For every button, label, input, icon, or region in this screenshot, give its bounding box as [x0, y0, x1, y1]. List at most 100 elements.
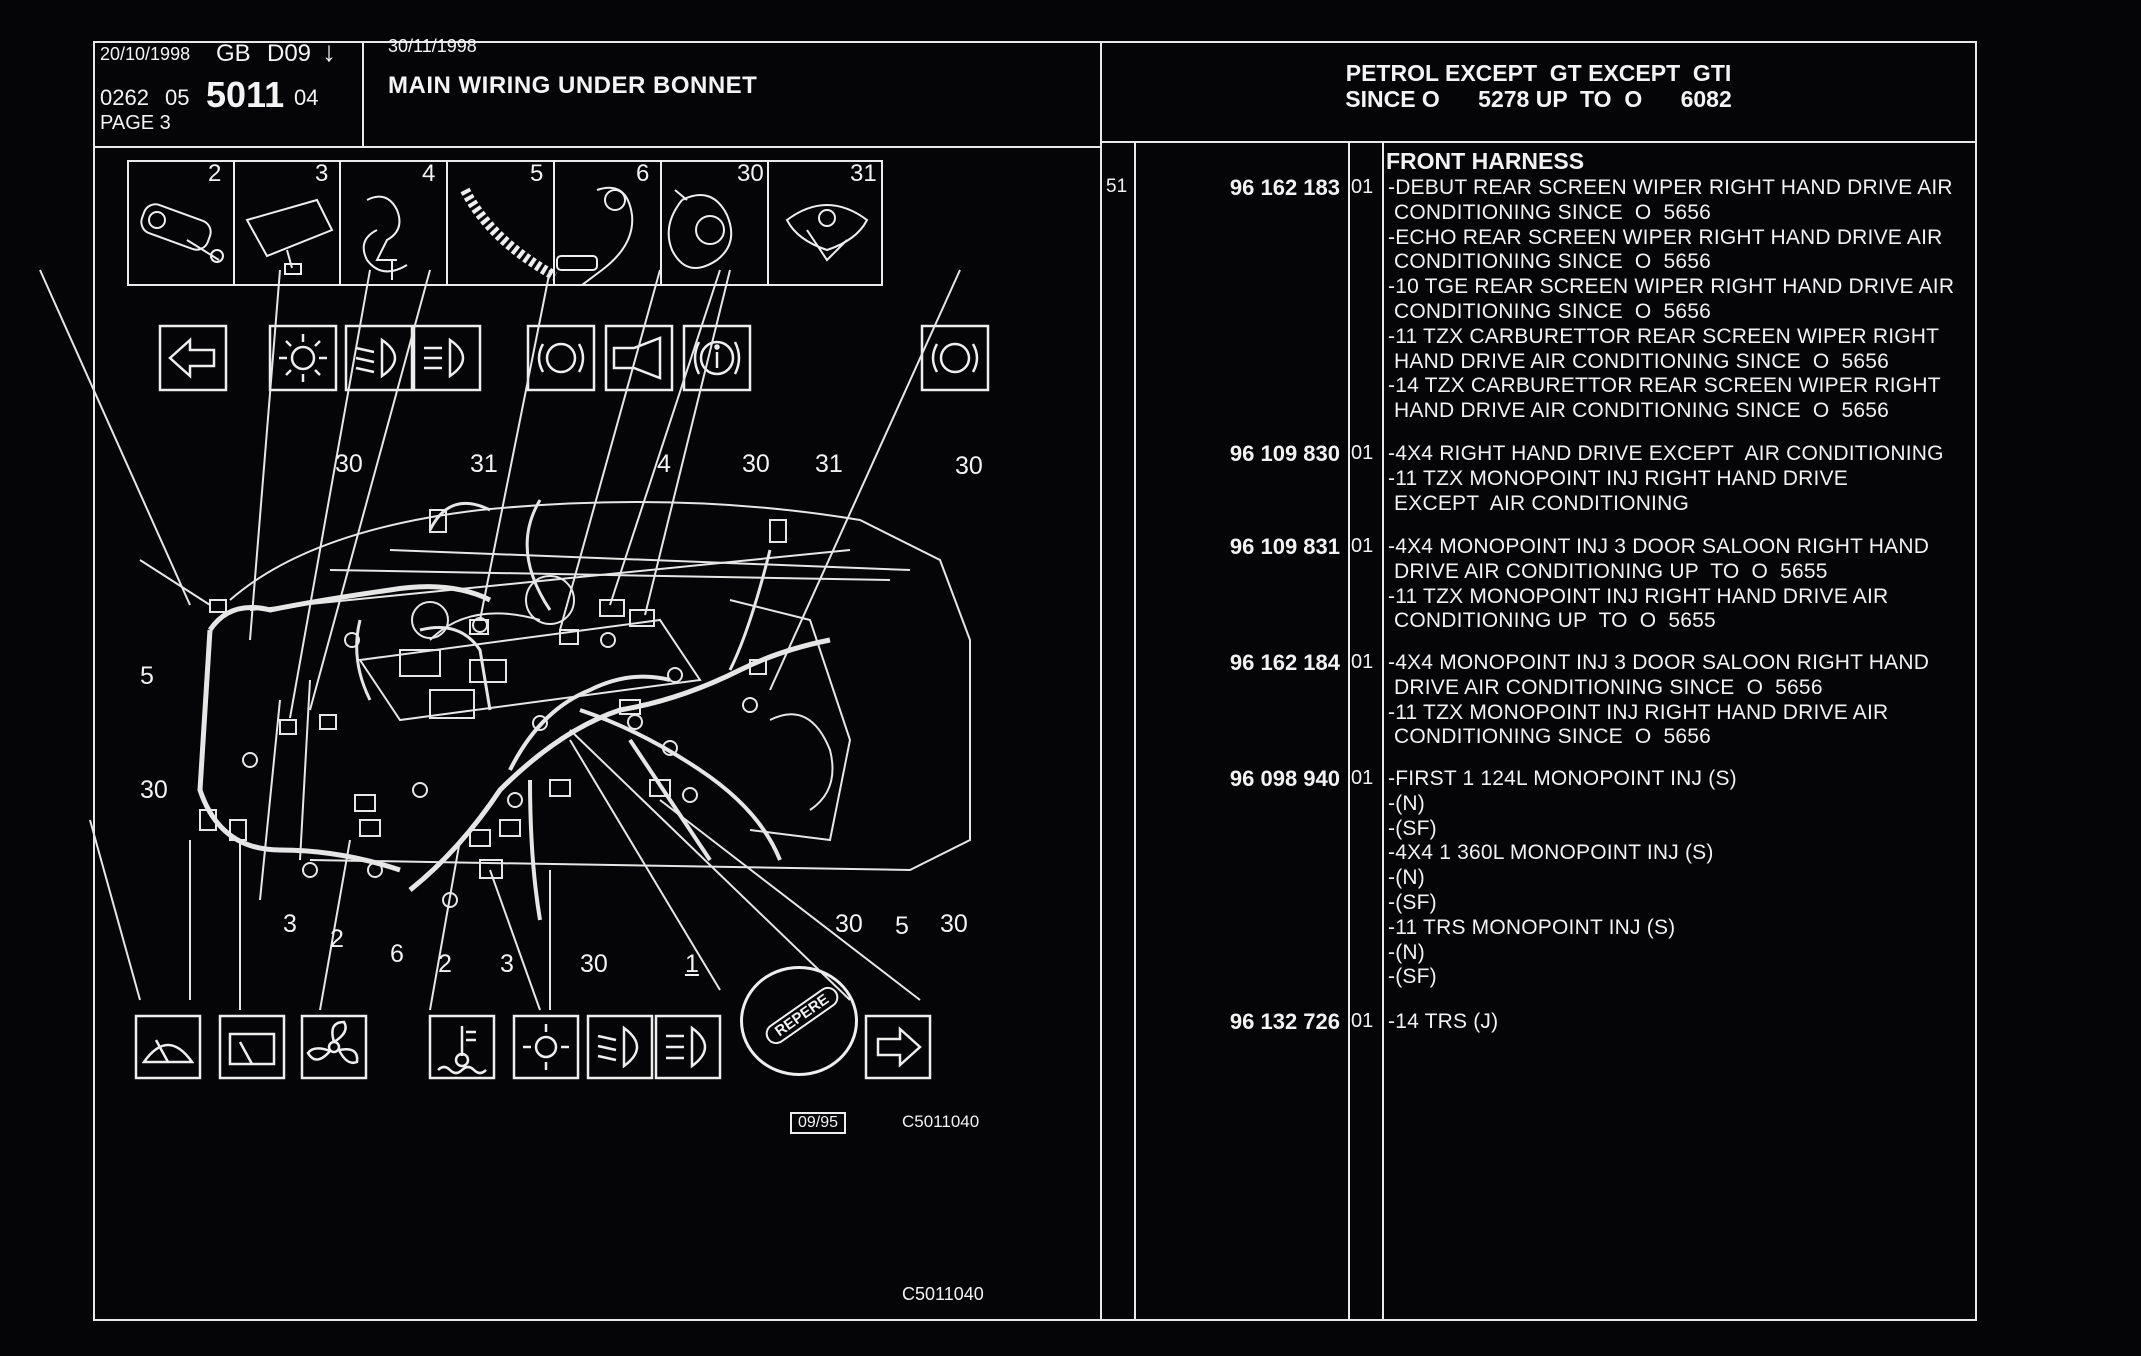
callout-31-b: 31	[815, 450, 843, 478]
part-quantity: 01	[1351, 535, 1374, 557]
part-description-line: -FIRST 1 124L MONOPOINT INJ (S)	[1388, 767, 1737, 790]
part-description-line: CONDITIONING SINCE O 5656	[1388, 725, 1711, 749]
clip-31-icon	[785, 204, 869, 262]
header-page-label: PAGE 3	[100, 112, 171, 134]
light-icon	[512, 1014, 580, 1080]
part-quantity: 01	[1351, 176, 1374, 198]
header-ref-prefix: 0262	[100, 85, 149, 110]
repere-badge	[740, 966, 858, 1076]
part-description-line: -10 TGE REAR SCREEN WIPER RIGHT HAND DRI…	[1388, 275, 1955, 299]
header-lang-code: GB	[216, 40, 251, 67]
part-description-line: CONDITIONING SINCE O 5656	[1388, 250, 1711, 274]
clip-6-icon	[556, 186, 634, 286]
divider-main	[1100, 41, 1102, 1321]
config-line-2: SINCE O 5278 UP TO O 6082	[1345, 86, 1732, 112]
part-number: 96 162 183	[1229, 175, 1340, 200]
part-description-line: -ECHO REAR SCREEN WIPER RIGHT HAND DRIVE…	[1388, 225, 1943, 249]
part-description-line: -14 TZX CARBURETTOR REAR SCREEN WIPER RI…	[1388, 374, 1941, 398]
clip-strip	[127, 160, 883, 286]
figure-ref: C5011040	[902, 1112, 980, 1131]
part-description-line: -11 TRS MONOPOINT INJ (S)	[1388, 915, 1676, 939]
page-frame	[93, 41, 1977, 1321]
horn-icon	[604, 324, 674, 392]
fan-icon	[300, 1014, 368, 1080]
headlamp-main-icon	[412, 324, 482, 392]
part-number: 96 132 726	[1229, 1009, 1340, 1034]
clip-5-icon	[460, 187, 558, 281]
headlamp-main-icon	[654, 1014, 722, 1080]
part-quantity: 01	[1351, 651, 1374, 673]
callout-2-a: 2	[330, 925, 344, 953]
clip-strip-art	[140, 160, 869, 286]
bottom-symbol-row	[134, 1014, 932, 1080]
page-title: MAIN WIRING UNDER BONNET	[388, 72, 758, 99]
rear-wiper-icon	[218, 1014, 286, 1080]
header-ref-mid: 05	[165, 85, 190, 110]
part-description-line: HAND DRIVE AIR CONDITIONING SINCE O 5656	[1388, 399, 1890, 423]
header-ref-suffix: 04	[294, 85, 319, 110]
part-description-line: -11 TZX MONOPOINT INJ RIGHT HAND DRIVE A…	[1388, 700, 1889, 724]
part-description-line: -4X4 RIGHT HAND DRIVE EXCEPT AIR CONDITI…	[1388, 442, 1944, 465]
part-number: 96 098 940	[1229, 766, 1340, 791]
clip-number-31: 31	[850, 160, 877, 187]
header-rule-left	[93, 146, 1102, 148]
figure-ref-bottom: C5011040	[902, 1284, 984, 1304]
callout-5-b: 5	[895, 912, 909, 940]
part-description-line: CONDITIONING SINCE O 5656	[1388, 300, 1711, 323]
windscreen-wiper-icon	[134, 1014, 202, 1080]
part-description-line: -(SF)	[1388, 965, 1437, 989]
part-description-line: DRIVE AIR CONDITIONING UP TO O 5655	[1388, 559, 1828, 583]
callout-4: 4	[657, 450, 671, 478]
coolant-temp-icon	[428, 1014, 496, 1080]
part-description-line: -(SF)	[1388, 891, 1437, 914]
part-number: 96 162 184	[1229, 650, 1340, 675]
part-description-line: EXCEPT AIR CONDITIONING	[1388, 491, 1689, 515]
part-quantity: 01	[1351, 442, 1374, 464]
header-rule-right	[1100, 141, 1977, 143]
part-description-line: -4X4 MONOPOINT INJ 3 DOOR SALOON RIGHT H…	[1388, 535, 1930, 558]
part-number: 96 109 831	[1229, 534, 1340, 559]
part-quantity: 01	[1351, 767, 1374, 789]
info-icon	[682, 324, 752, 392]
top-symbol-row	[158, 324, 990, 392]
part-description-line: CONDITIONING SINCE O 5656	[1388, 200, 1711, 224]
col-divider-desc	[1382, 143, 1384, 1319]
callout-3-b: 3	[500, 950, 514, 978]
part-description-line: -DEBUT REAR SCREEN WIPER RIGHT HAND DRIV…	[1388, 176, 1953, 199]
clip-number-30: 30	[737, 160, 764, 187]
part-description-line: HAND DRIVE AIR CONDITIONING SINCE O 5656	[1388, 349, 1890, 373]
item-number: 51	[1106, 176, 1128, 197]
part-quantity: 01	[1351, 1010, 1374, 1032]
callout-3-a: 3	[283, 910, 297, 938]
callout-30-b: 30	[742, 450, 770, 478]
part-number: 96 109 830	[1229, 441, 1340, 466]
clip-number-2: 2	[208, 160, 222, 187]
left-arrow-icon	[158, 324, 228, 392]
section-title: FRONT HARNESS	[1386, 148, 1585, 174]
part-description-line: -4X4 MONOPOINT INJ 3 DOOR SALOON RIGHT H…	[1388, 651, 1930, 674]
col-divider-qty	[1348, 143, 1350, 1319]
callout-30-g: 30	[940, 910, 968, 938]
clip-3-icon	[245, 198, 334, 275]
part-description-line: -14 TRS (J)	[1388, 1010, 1499, 1033]
right-arrow-icon	[864, 1014, 932, 1080]
header-section: D09	[267, 40, 312, 67]
clip-number-4: 4	[422, 160, 436, 187]
header-date-right: 30/11/1998	[388, 36, 477, 56]
callout-30-f: 30	[835, 910, 863, 938]
headlamp-dipped-icon	[344, 324, 414, 392]
header-ref-main: 5011	[206, 74, 285, 115]
clip-number-5: 5	[530, 160, 544, 187]
headlamp-dipped-icon	[586, 1014, 654, 1080]
part-description-line: -(N)	[1388, 940, 1425, 964]
callout-5-a: 5	[140, 662, 154, 690]
part-description-line: -(N)	[1388, 791, 1425, 815]
clip-2-icon	[140, 203, 224, 263]
brake-icon	[920, 324, 990, 392]
callout-6: 6	[390, 940, 404, 968]
callout-31-a: 31	[470, 450, 498, 478]
header-divider-left	[362, 41, 364, 147]
callout-30-a: 30	[335, 450, 363, 478]
clip-30-icon	[667, 189, 733, 269]
part-description-line: DRIVE AIR CONDITIONING SINCE O 5656	[1388, 675, 1823, 699]
